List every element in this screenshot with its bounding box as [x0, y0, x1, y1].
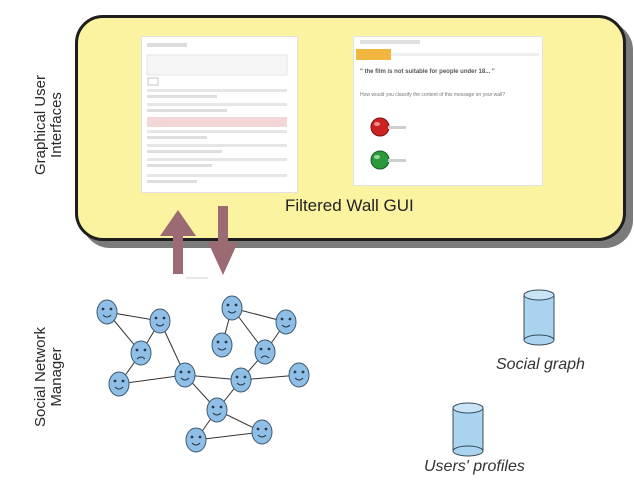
user-node-icon [275, 309, 297, 335]
user-node-icon [149, 308, 171, 334]
panel-title: Filtered Wall GUI [285, 196, 414, 215]
arrow-up-icon [160, 210, 196, 274]
popup-question: " the film is not suitable for people un… [360, 69, 495, 75]
filtered-wall-panel: " the film is not suitable for people un… [75, 15, 626, 241]
user-node-icon [211, 332, 233, 358]
user-node-icon [221, 295, 243, 321]
user-node-icon [206, 397, 228, 423]
arrow-down-icon [208, 206, 238, 275]
social-graph-database-icon [523, 289, 555, 346]
user-node-icon [96, 299, 118, 325]
popup-header-bar [356, 49, 391, 60]
popup-prompt: How would you classify the content of th… [360, 92, 506, 98]
wall-screenshot [141, 36, 298, 193]
wall-list-mockup [146, 43, 288, 183]
users-profiles-database-icon [452, 402, 484, 457]
popup-screenshot: " the film is not suitable for people un… [353, 36, 543, 186]
user-node-icon [130, 340, 152, 366]
user-node-icon [174, 362, 196, 388]
user-node-icon [254, 339, 276, 365]
users-profiles-label: Users' profiles [424, 458, 525, 475]
user-node-icon [251, 419, 273, 445]
user-node-icon [230, 367, 252, 393]
user-node-icon [108, 371, 130, 397]
social-graph-label: Social graph [496, 356, 585, 373]
user-node-icon [288, 362, 310, 388]
user-node-icon [185, 427, 207, 453]
